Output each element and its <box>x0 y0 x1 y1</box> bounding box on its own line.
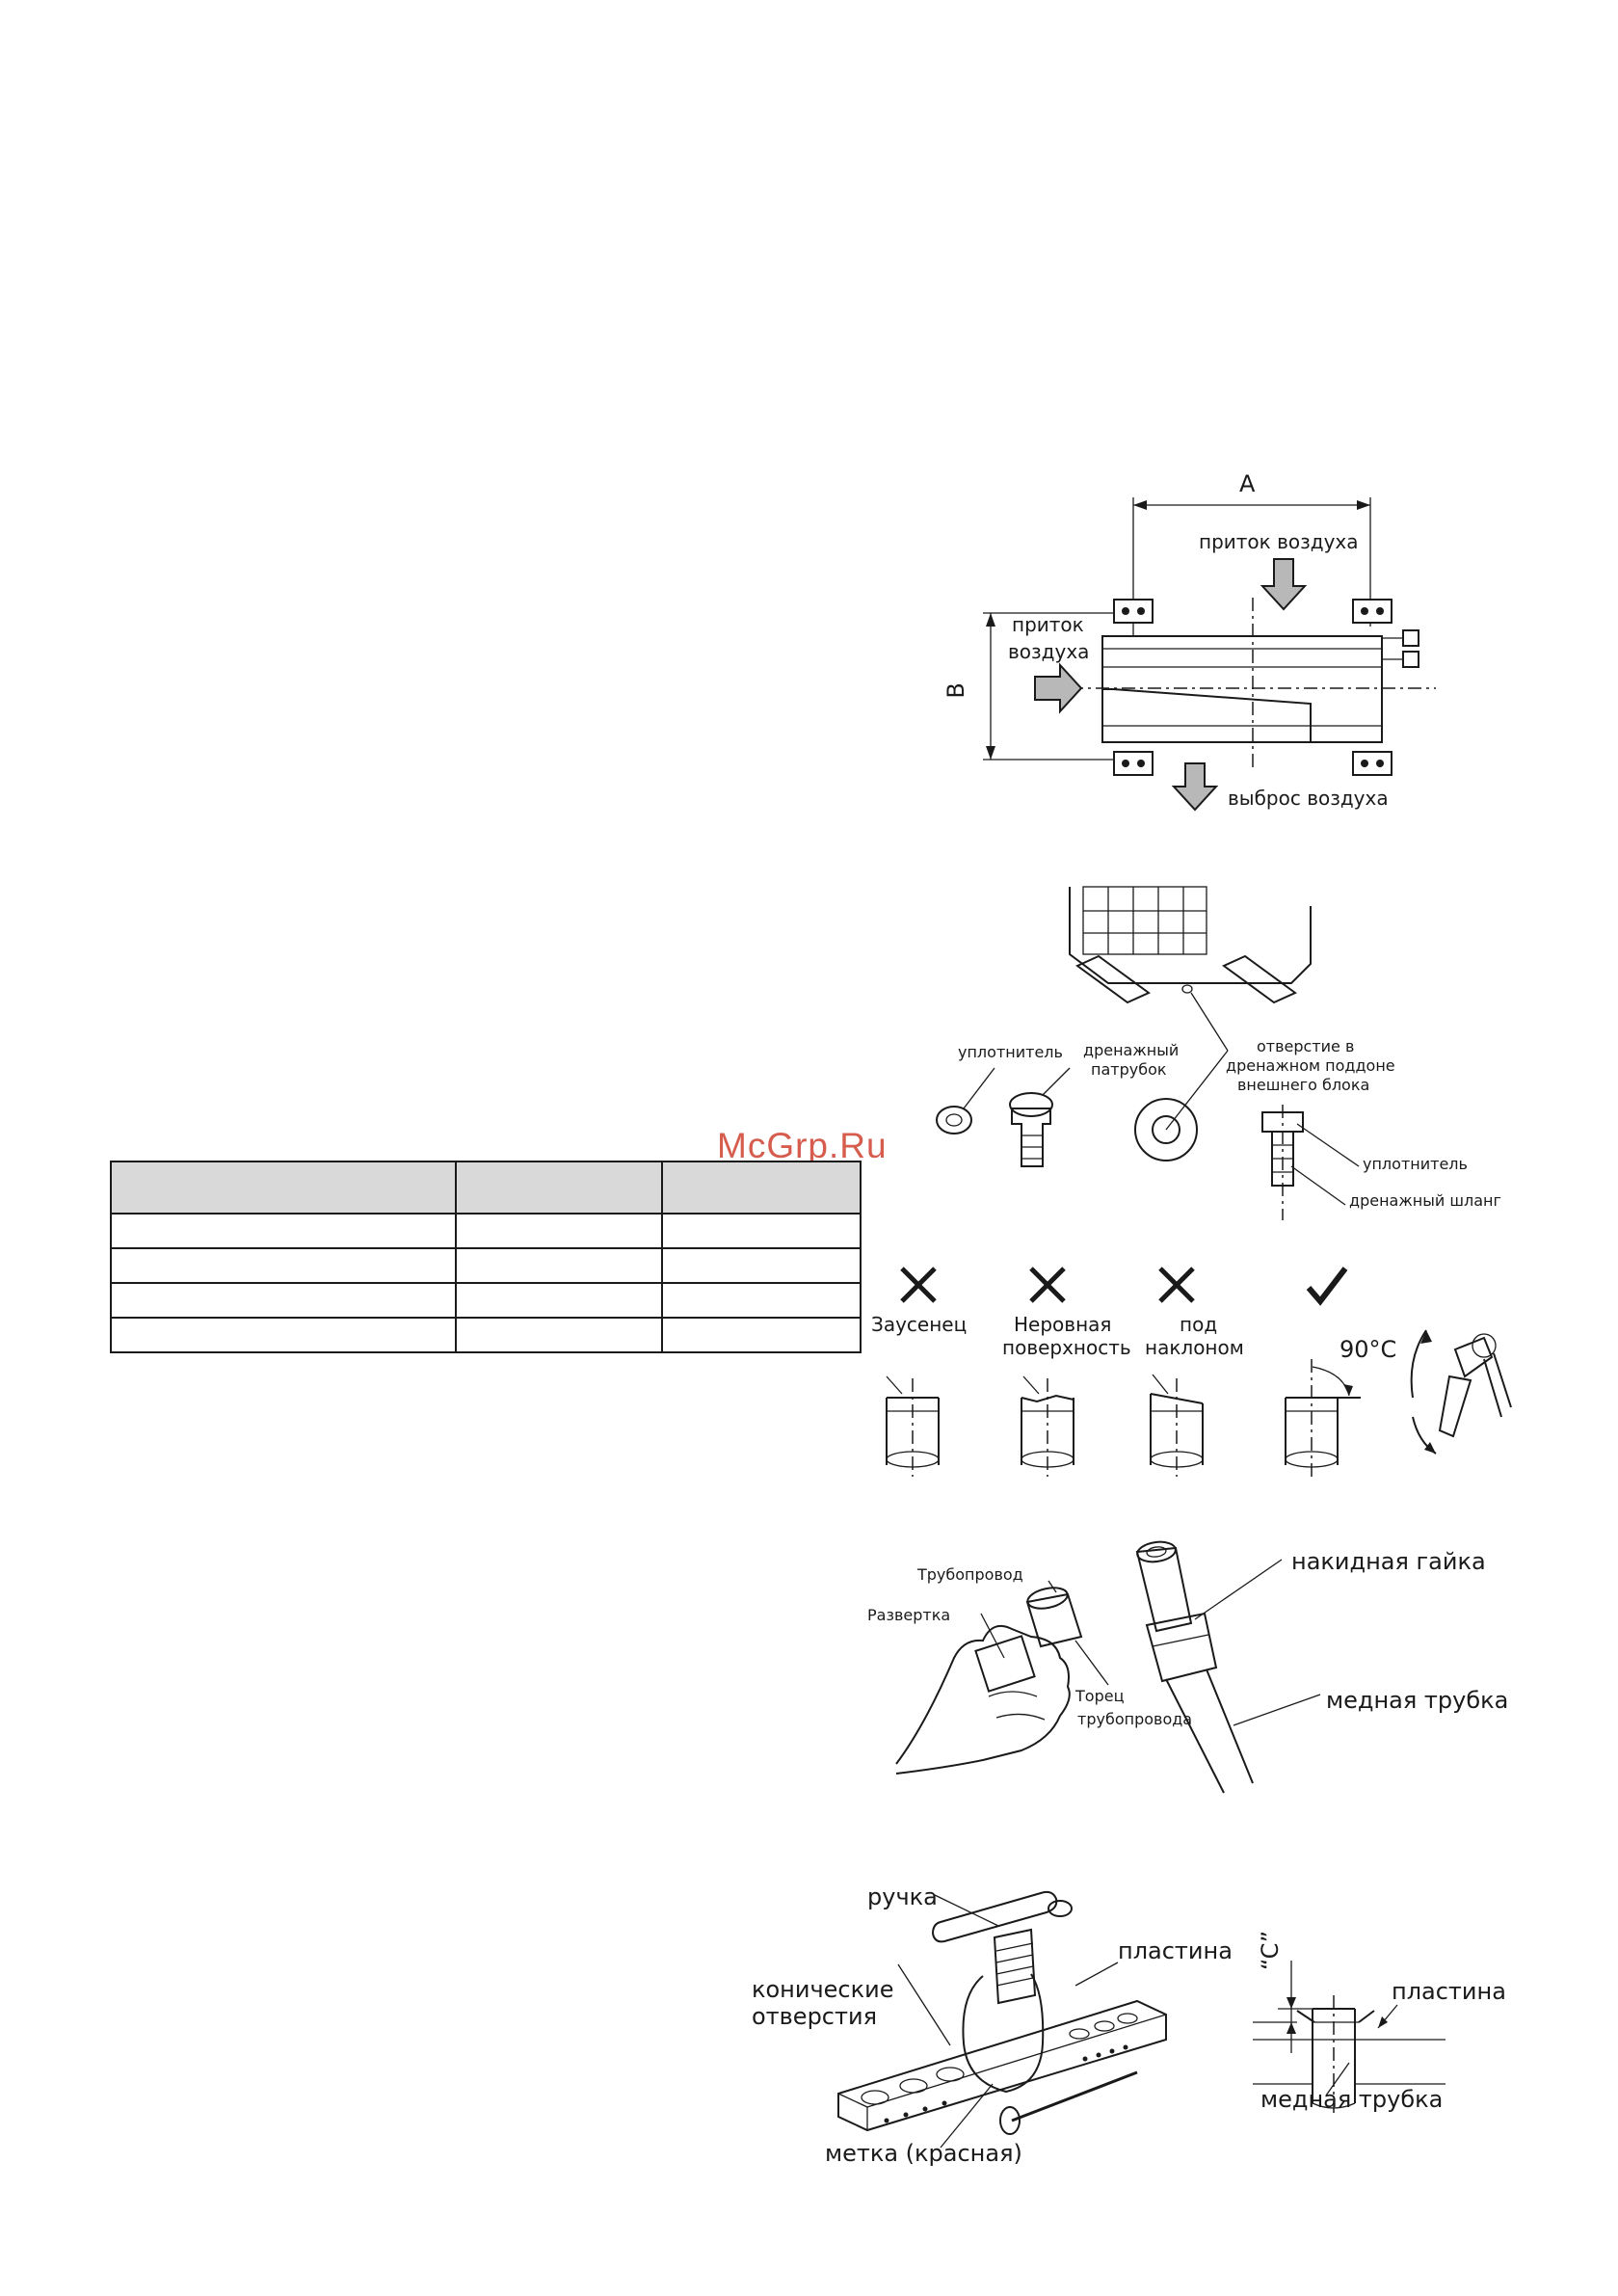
dimension-c-label: “C” <box>1257 1930 1284 1970</box>
air-intake-left-label-1: приток <box>1012 613 1084 636</box>
flaring-tool-drawing <box>837 1890 1167 2149</box>
copper-pipe-label: медная трубка <box>1326 1687 1509 1714</box>
table-header-row <box>110 1161 862 1215</box>
check-mark-icon <box>1306 1267 1348 1306</box>
conical-holes-label-1: конические <box>752 1976 894 2003</box>
pipe-correct-icon <box>1285 1359 1361 1477</box>
seal-label: уплотнитель <box>958 1043 1063 1061</box>
table-header-cell <box>110 1161 457 1215</box>
table-cell <box>110 1282 457 1319</box>
drain-diagram: уплотнитель дренажный патрубок отверстие… <box>906 877 1503 1234</box>
spec-table <box>110 1161 862 1353</box>
air-intake-left-label-2: воздуха <box>1008 640 1090 663</box>
dimension-a-label: A <box>1239 470 1256 497</box>
burr-label: Заусенец <box>871 1313 968 1336</box>
seal-right-label: уплотнитель <box>1363 1155 1468 1173</box>
flare-dimension-diagram: “C” пластина медная трубка <box>1253 1899 1542 2121</box>
pipe-cutter-icon <box>1410 1329 1512 1455</box>
angle-label: 90°C <box>1339 1336 1397 1363</box>
reamer-flare-nut-diagram: Трубопровод Развертка Торец трубопровода… <box>867 1533 1523 1812</box>
pipe-end-label-2: трубопровода <box>1077 1710 1193 1728</box>
wrong-mark-icon <box>1158 1267 1195 1303</box>
pipe-slanted-icon <box>1150 1374 1204 1477</box>
air-exhaust-label: выброс воздуха <box>1228 787 1389 810</box>
drain-nipple-label-2: патрубок <box>1091 1060 1167 1079</box>
table-cell <box>455 1213 663 1249</box>
pipe-burr-icon <box>886 1375 940 1477</box>
air-intake-top-label: приток воздуха <box>1199 530 1359 553</box>
table-header-cell <box>455 1161 663 1215</box>
reamer-drawing <box>895 1540 1321 1794</box>
dimension-b-label: B <box>942 682 969 699</box>
table-cell <box>661 1247 862 1284</box>
unit-airflow-drawing <box>983 497 1436 812</box>
drain-hole-label-3: внешнего блока <box>1237 1076 1370 1094</box>
table-cell <box>661 1213 862 1249</box>
pipe-cut-check-diagram: Заусенец Неровная поверхность под наклон… <box>867 1253 1523 1494</box>
pipe-label: Трубопровод <box>917 1565 1023 1584</box>
table-cell <box>455 1317 663 1353</box>
drain-nipple-label-1: дренажный <box>1083 1041 1180 1059</box>
flare-nut-label: накидная гайка <box>1291 1548 1486 1575</box>
wrong-mark-icon <box>1029 1267 1066 1303</box>
pipe-uneven-icon <box>1021 1375 1074 1477</box>
table-cell <box>110 1247 457 1284</box>
table-row <box>110 1282 862 1319</box>
uneven-label-2: поверхность <box>1002 1336 1131 1359</box>
drain-hole-label-1: отверстие в <box>1257 1037 1355 1055</box>
red-mark-label: метка (красная) <box>825 2140 1022 2167</box>
table-cell <box>661 1282 862 1319</box>
drain-hole-label-2: дренажном поддоне <box>1226 1056 1395 1075</box>
flare-plate-label: пластина <box>1392 1978 1506 2005</box>
drain-drawing <box>936 886 1360 1220</box>
flaring-tool-diagram: ручка пластина конические отверстия метк… <box>752 1860 1542 2169</box>
table-row <box>110 1213 862 1249</box>
drain-hose-label: дренажный шланг <box>1349 1191 1501 1210</box>
pipe-end-label-1: Торец <box>1075 1687 1125 1705</box>
slanted-label-1: под <box>1180 1313 1218 1336</box>
conical-holes-label-2: отверстия <box>752 2003 878 2030</box>
table-row <box>110 1317 862 1353</box>
uneven-label-1: Неровная <box>1014 1313 1112 1336</box>
table-cell <box>455 1282 663 1319</box>
table-header-cell <box>661 1161 862 1215</box>
reamer-label: Развертка <box>867 1606 951 1624</box>
unit-airflow-diagram: A B приток воздуха приток воздуха выброс… <box>942 453 1465 839</box>
table-cell <box>661 1317 862 1353</box>
table-row <box>110 1247 862 1284</box>
table-cell <box>110 1213 457 1249</box>
wrong-mark-icon <box>900 1267 937 1303</box>
pipe-cut-drawing <box>886 1267 1512 1477</box>
watermark: McGrp.Ru <box>717 1126 888 1165</box>
table-cell <box>455 1247 663 1284</box>
flare-copper-pipe-label: медная трубка <box>1260 2086 1444 2113</box>
plate-label: пластина <box>1118 1937 1233 1964</box>
flare-dimension-drawing <box>1253 1961 1446 2117</box>
slanted-label-2: наклоном <box>1145 1336 1244 1359</box>
table-cell <box>110 1317 457 1353</box>
handle-label: ручка <box>867 1883 938 1910</box>
